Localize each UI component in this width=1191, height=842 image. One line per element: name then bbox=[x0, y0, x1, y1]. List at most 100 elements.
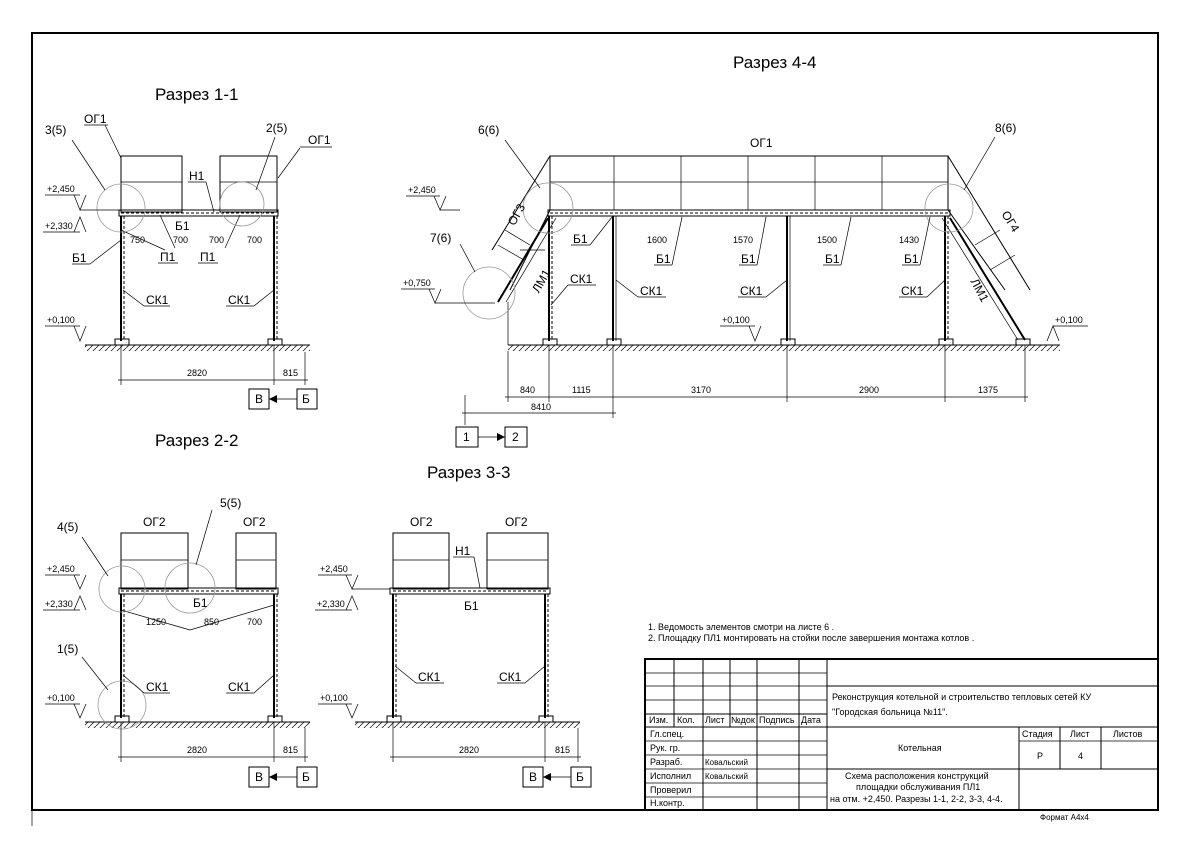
svg-text:2820: 2820 bbox=[187, 745, 207, 755]
svg-text:Б1: Б1 bbox=[904, 252, 919, 266]
project-name: Реконструкция котельной и строительство … bbox=[832, 692, 1091, 702]
svg-text:+0,100: +0,100 bbox=[1055, 315, 1083, 325]
svg-text:+0,750: +0,750 bbox=[403, 278, 431, 288]
svg-text:+0,100: +0,100 bbox=[722, 315, 750, 325]
svg-text:850: 850 bbox=[204, 617, 219, 627]
label-og2-left: ОГ2 bbox=[410, 515, 433, 529]
svg-text:+2,450: +2,450 bbox=[320, 564, 348, 574]
label-ck1-right: СК1 bbox=[228, 293, 251, 307]
callout-7-6: 7(6) bbox=[430, 231, 451, 245]
svg-text:Рук. гр.: Рук. гр. bbox=[650, 743, 680, 753]
label-ck1-right: СК1 bbox=[499, 670, 522, 684]
svg-text:750: 750 bbox=[130, 235, 145, 245]
svg-text:+2,330: +2,330 bbox=[317, 599, 345, 609]
svg-text:Кол.: Кол. bbox=[677, 715, 695, 725]
callout-5-5: 5(5) bbox=[220, 496, 241, 510]
axis-2: 2 bbox=[512, 430, 519, 444]
svg-text:3170: 3170 bbox=[691, 385, 711, 395]
section-title: Разрез 3-3 bbox=[427, 463, 510, 482]
svg-text:815: 815 bbox=[555, 745, 570, 755]
svg-text:Гл.спец.: Гл.спец. bbox=[650, 729, 684, 739]
svg-text:Дата: Дата bbox=[801, 715, 821, 725]
section-1-1: Разрез 1-1 3(5) 2(5) ОГ1 ОГ1 Н bbox=[43, 85, 332, 410]
label-ck1-left: СК1 bbox=[146, 293, 169, 307]
svg-text:700: 700 bbox=[247, 235, 262, 245]
note-2: 2. Площадку ПЛ1 монтировать на стойки по… bbox=[648, 633, 974, 643]
label-og3: ОГ3 bbox=[505, 201, 529, 228]
callout-8-6: 8(6) bbox=[995, 121, 1016, 135]
svg-text:1570: 1570 bbox=[733, 235, 753, 245]
label-ck1-left: СК1 bbox=[146, 680, 169, 694]
label-og2-right: ОГ2 bbox=[505, 515, 528, 529]
axis-v: В bbox=[255, 392, 263, 406]
section-title: Разрез 1-1 bbox=[155, 85, 238, 104]
label-b1: Б1 bbox=[193, 596, 208, 610]
svg-text:СК1: СК1 bbox=[901, 284, 924, 298]
label-p1-a: П1 bbox=[160, 250, 176, 264]
label-og1: ОГ1 bbox=[750, 136, 773, 150]
svg-text:1250: 1250 bbox=[146, 617, 166, 627]
section-title: Разрез 4-4 bbox=[733, 53, 816, 72]
section-4-4: Разрез 4-4 bbox=[401, 53, 1088, 448]
label-p1-b: П1 bbox=[200, 250, 216, 264]
svg-text:+0,100: +0,100 bbox=[47, 315, 75, 325]
format-label: Формат А4х4 bbox=[1040, 813, 1089, 822]
sheet-frame bbox=[31, 32, 1159, 811]
axis-b: Б bbox=[302, 392, 310, 406]
svg-text:на отм. +2,450. Разрезы 1-1, 2: на отм. +2,450. Разрезы 1-1, 2-2, 3-3, 4… bbox=[830, 794, 1003, 804]
label-b1-left: Б1 bbox=[72, 251, 87, 265]
svg-text:СК1: СК1 bbox=[640, 284, 663, 298]
svg-text:СК1: СК1 bbox=[570, 272, 593, 286]
svg-text:Разраб.: Разраб. bbox=[650, 757, 682, 767]
svg-text:Листов: Листов bbox=[1113, 729, 1142, 739]
svg-text:Б1: Б1 bbox=[825, 252, 840, 266]
callout-3-5: 3(5) bbox=[45, 123, 66, 137]
section-3-3: Разрез 3-3 ОГ2 ОГ2 Н1 Б1 СК1 СК1 +2,450 … bbox=[315, 463, 592, 788]
label-b1-top: Б1 bbox=[175, 219, 190, 233]
svg-text:840: 840 bbox=[520, 385, 535, 395]
label-h1: Н1 bbox=[189, 169, 205, 183]
title-block: Изм. Кол. Лист №док Подпись Дата Гл.спец… bbox=[644, 658, 1159, 811]
label-ck1-left: СК1 bbox=[418, 670, 441, 684]
note-1: 1. Ведомость элементов смотри на листе 6… bbox=[648, 622, 834, 632]
svg-text:Б1: Б1 bbox=[573, 232, 588, 246]
svg-text:1430: 1430 bbox=[899, 235, 919, 245]
label-og1-right: ОГ1 bbox=[308, 133, 331, 147]
svg-text:700: 700 bbox=[173, 235, 188, 245]
svg-text:+0,100: +0,100 bbox=[47, 693, 75, 703]
svg-text:1115: 1115 bbox=[572, 385, 591, 395]
svg-text:Ковальский: Ковальский bbox=[705, 772, 748, 781]
svg-text:8410: 8410 bbox=[531, 402, 551, 412]
svg-text:Стадия: Стадия bbox=[1022, 729, 1053, 739]
callout-6-6: 6(6) bbox=[478, 123, 499, 137]
svg-text:Н.контр.: Н.контр. bbox=[650, 798, 685, 808]
svg-text:1375: 1375 bbox=[978, 385, 998, 395]
axis-v: В bbox=[255, 770, 263, 784]
callout-2-5: 2(5) bbox=[266, 121, 287, 135]
label-og2-left: ОГ2 bbox=[143, 515, 166, 529]
callout-1-5: 1(5) bbox=[57, 642, 78, 656]
svg-text:Б1: Б1 bbox=[741, 252, 756, 266]
axis-1: 1 bbox=[463, 430, 470, 444]
svg-text:4: 4 bbox=[1078, 751, 1083, 761]
svg-text:700: 700 bbox=[247, 617, 262, 627]
svg-text:700: 700 bbox=[209, 235, 224, 245]
svg-text:+2,450: +2,450 bbox=[408, 185, 436, 195]
svg-text:815: 815 bbox=[283, 745, 298, 755]
svg-text:815: 815 bbox=[283, 368, 298, 378]
axis-b: Б bbox=[302, 770, 310, 784]
svg-text:Схема расположения конструкций: Схема расположения конструкций bbox=[845, 771, 989, 781]
svg-text:Р: Р bbox=[1037, 751, 1043, 761]
callout-4-5: 4(5) bbox=[57, 520, 78, 534]
section-title: Разрез 2-2 bbox=[155, 431, 238, 450]
svg-text:Изм.: Изм. bbox=[649, 715, 668, 725]
svg-text:+2,330: +2,330 bbox=[45, 221, 73, 231]
svg-text:2820: 2820 bbox=[459, 745, 479, 755]
section-2-2: Разрез 2-2 4(5) 5(5) 1(5) ОГ2 ОГ2 Б1 125… bbox=[43, 431, 318, 788]
svg-text:№док: №док bbox=[731, 715, 755, 725]
axis-v: В bbox=[529, 770, 537, 784]
svg-text:1600: 1600 bbox=[647, 235, 667, 245]
svg-text:площадки обслуживания ПЛ1: площадки обслуживания ПЛ1 bbox=[856, 782, 980, 792]
label-og2-right: ОГ2 bbox=[243, 515, 266, 529]
